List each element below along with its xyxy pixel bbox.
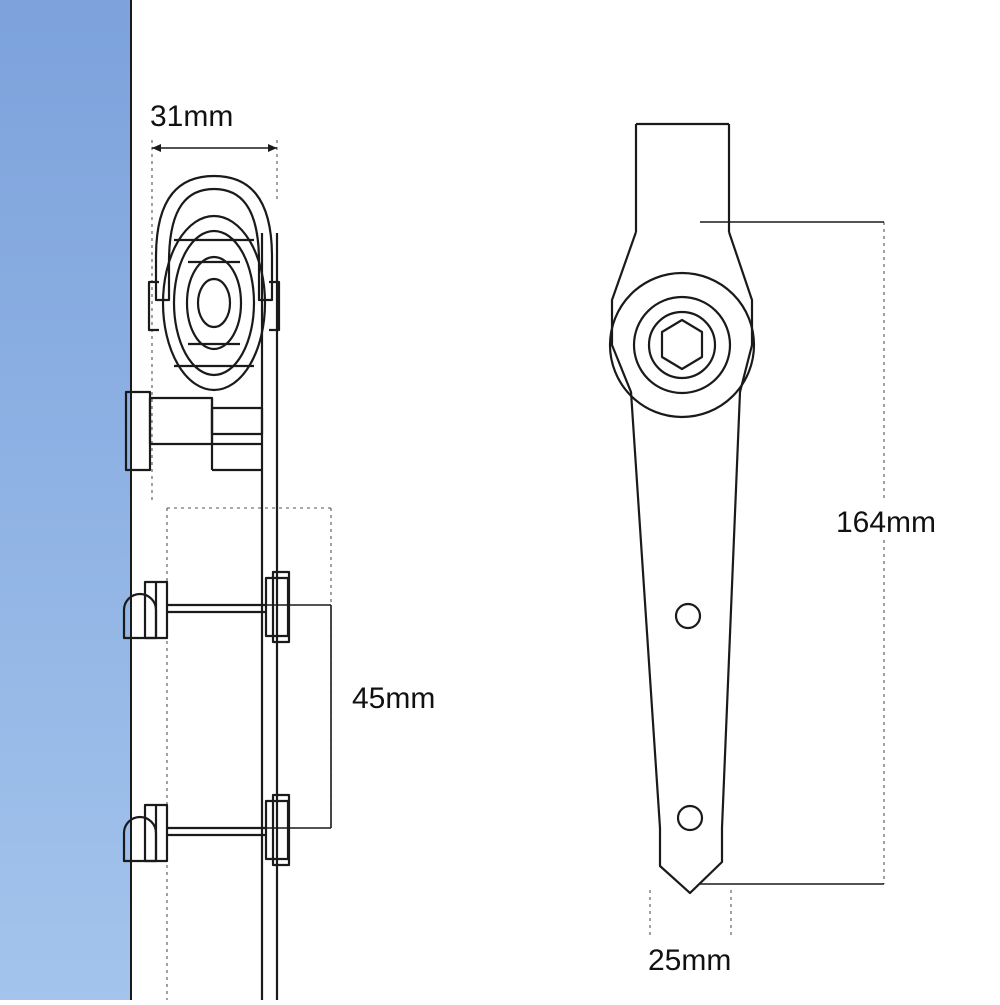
strap-hole-upper xyxy=(674,602,702,630)
wheel-side-lugs xyxy=(147,280,281,332)
strap-body xyxy=(610,231,754,895)
dimension-164mm xyxy=(700,221,885,885)
strap-neck xyxy=(634,122,731,232)
side-view xyxy=(122,140,332,1000)
hanger-strap-edge xyxy=(260,233,279,1000)
roller-yoke xyxy=(154,174,274,302)
front-view xyxy=(608,122,885,936)
strap-hole-lower xyxy=(676,804,704,832)
dimension-31mm xyxy=(151,140,278,500)
dimension-label-width-top: 31mm xyxy=(150,100,234,133)
wheel-assembly xyxy=(161,214,267,392)
upper-bolt xyxy=(122,570,291,644)
axle-spacer xyxy=(124,390,264,472)
wheel-front xyxy=(608,271,756,419)
lower-bolt xyxy=(122,793,291,867)
dimension-45mm xyxy=(166,507,332,1000)
dimension-label-bolt-spacing: 45mm xyxy=(352,682,436,715)
dimension-25mm xyxy=(649,890,732,936)
dimension-label-strap-width: 25mm xyxy=(648,944,732,977)
dimension-label-strap-length: 164mm xyxy=(836,506,937,539)
wall-panel xyxy=(0,0,132,1000)
